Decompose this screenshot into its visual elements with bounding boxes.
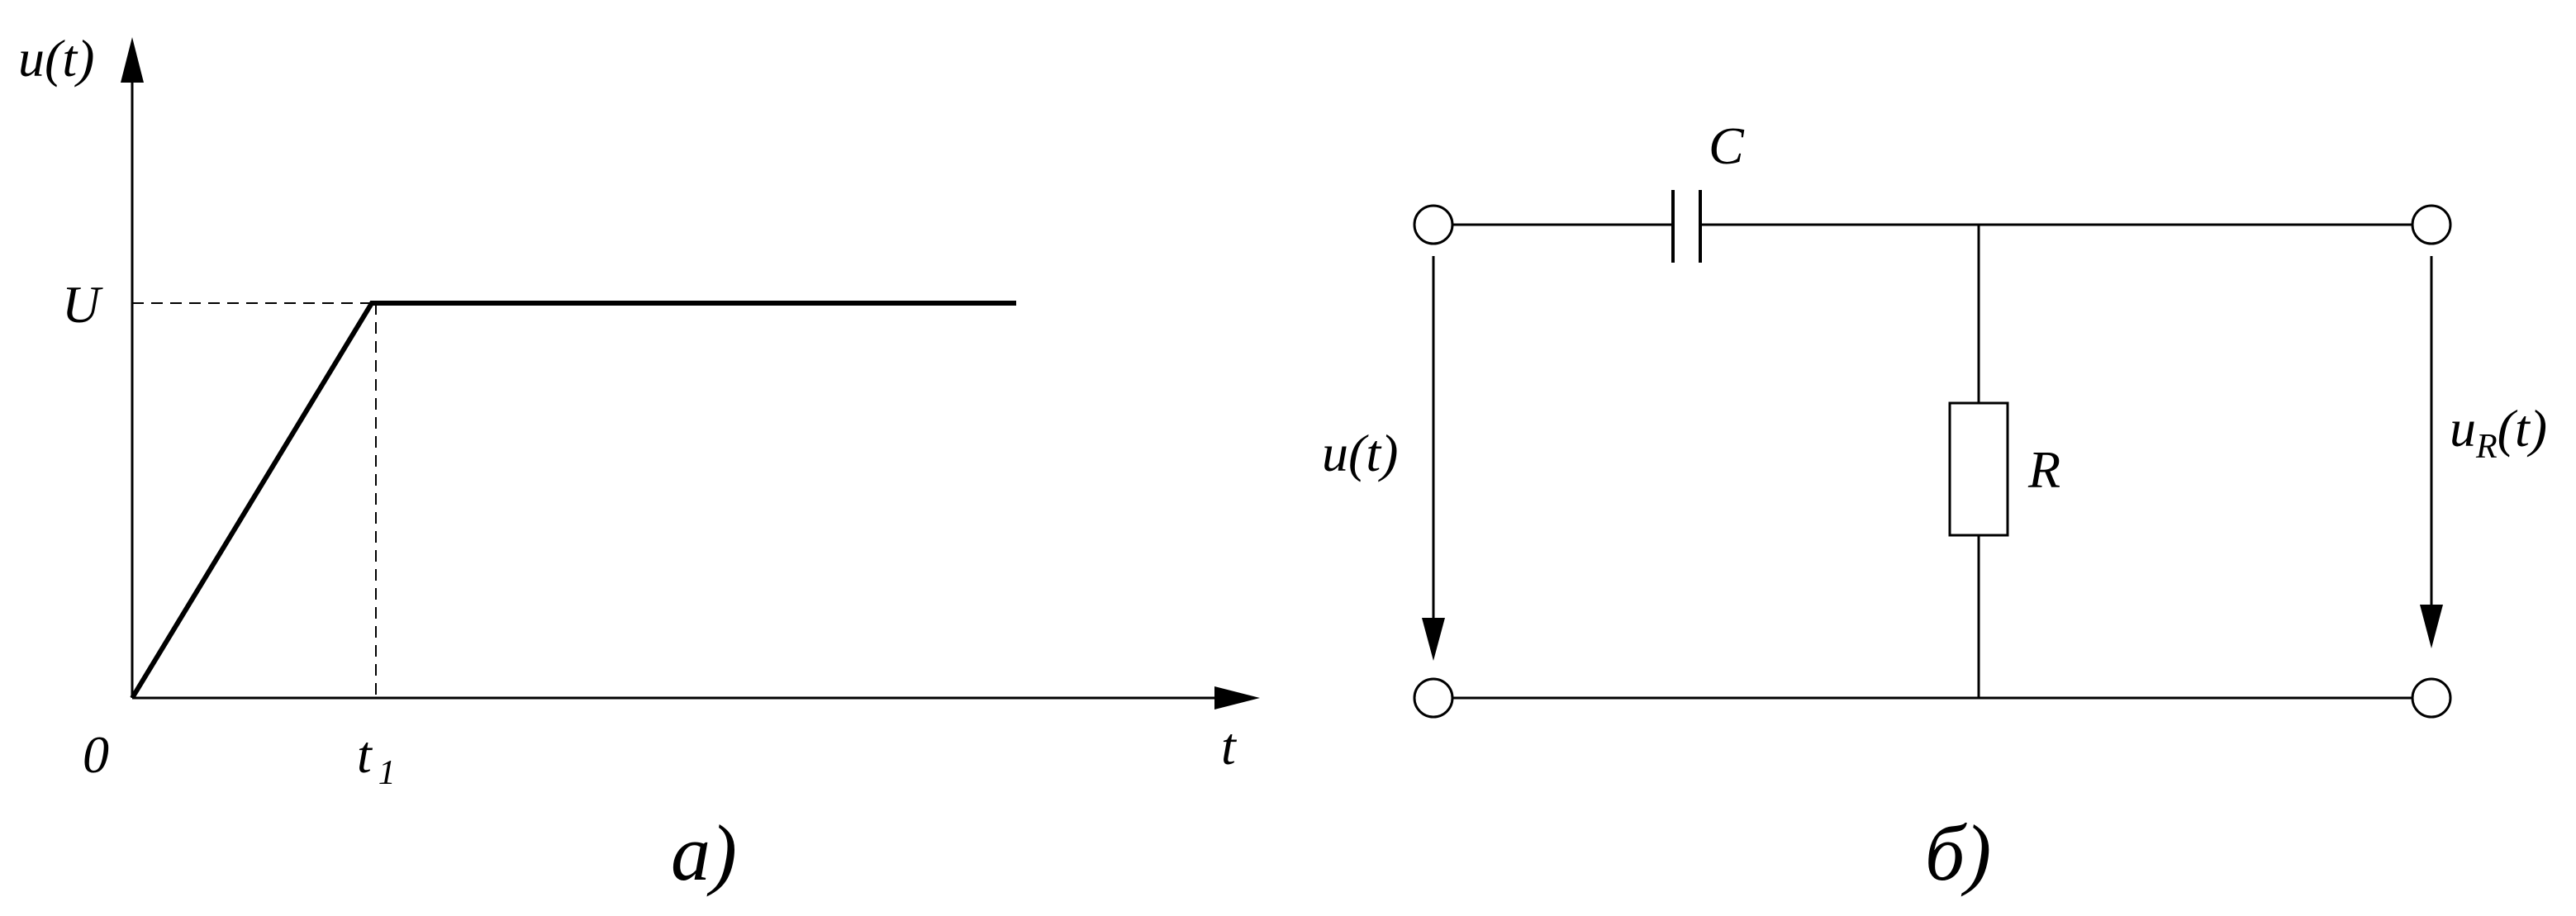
y-axis-arrowhead bbox=[121, 37, 144, 83]
u-level-label: U bbox=[62, 275, 103, 334]
output-terminal-top bbox=[2411, 204, 2452, 245]
input-terminal-top bbox=[1413, 204, 1454, 245]
output-voltage-label: uR(t) bbox=[2450, 399, 2547, 466]
capacitor-label: C bbox=[1709, 116, 1745, 175]
panel-b-circuit: C R u(t) uR(t) б) bbox=[1322, 116, 2547, 897]
input-terminal-bottom bbox=[1413, 677, 1454, 719]
y-axis-label: u(t) bbox=[18, 29, 94, 88]
caption-a: а) bbox=[671, 809, 737, 897]
resistor bbox=[1948, 401, 2009, 537]
x-axis-arrowhead bbox=[1214, 686, 1260, 710]
x-axis-label: t bbox=[1221, 717, 1238, 776]
input-voltage-arrowhead bbox=[1422, 618, 1445, 661]
output-terminal-bottom bbox=[2411, 677, 2452, 719]
input-voltage-label: u(t) bbox=[1322, 424, 1398, 482]
caption-b: б) bbox=[1925, 809, 1991, 897]
signal-line bbox=[130, 301, 1016, 700]
origin-label: 0 bbox=[83, 725, 109, 784]
output-voltage-arrowhead bbox=[2420, 605, 2443, 648]
resistor-label: R bbox=[2027, 440, 2060, 499]
